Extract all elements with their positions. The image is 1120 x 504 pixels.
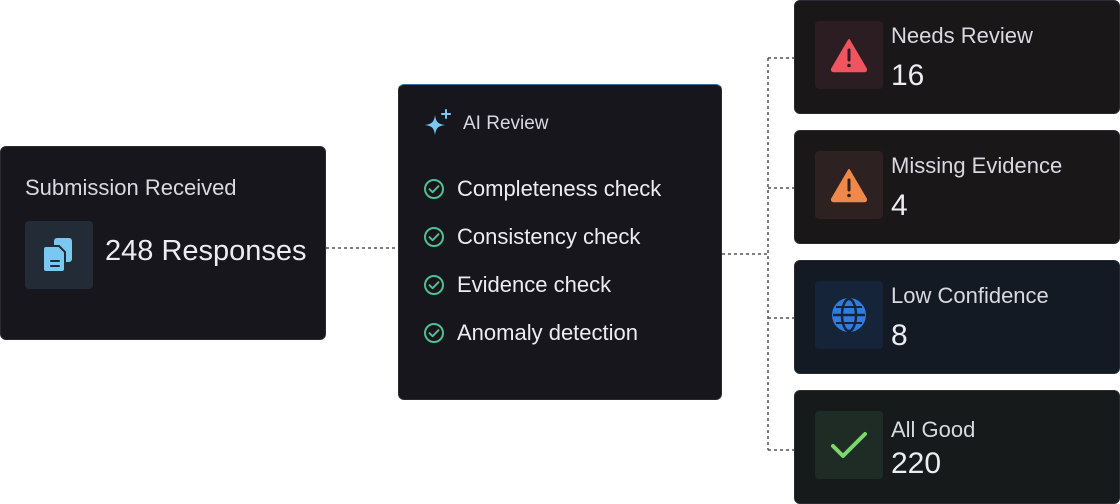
check-circle-icon — [424, 323, 444, 343]
submission-count: 248 Responses — [105, 235, 307, 267]
check-circle-icon — [424, 275, 444, 295]
warning-icon-tile — [815, 151, 883, 219]
check-item: Anomaly detection — [423, 309, 661, 357]
result-needs-review: Needs Review 16 — [794, 0, 1120, 114]
result-label: Needs Review — [891, 23, 1033, 48]
check-circle-icon — [424, 227, 444, 247]
check-label: Completeness check — [457, 176, 662, 201]
result-label: Missing Evidence — [891, 153, 1063, 178]
check-item: Consistency check — [423, 213, 661, 261]
alert-triangle-icon — [830, 39, 868, 73]
ai-review-card: AI Review Completeness check Consistency… — [398, 84, 722, 400]
result-value: 4 — [891, 189, 908, 222]
submission-card: Submission Received 248 Responses — [0, 146, 326, 340]
ai-review-header: AI Review — [423, 109, 549, 139]
check-label: Evidence check — [457, 272, 612, 297]
alert-icon-tile — [815, 21, 883, 89]
result-value: 8 — [891, 319, 908, 352]
result-label: Low Confidence — [891, 283, 1049, 308]
submission-title: Submission Received — [25, 175, 237, 200]
globe-icon-tile — [815, 281, 883, 349]
warning-triangle-icon — [830, 169, 868, 203]
checkmark-icon-tile — [815, 411, 883, 479]
ai-review-checks: Completeness check Consistency check Evi… — [423, 165, 661, 357]
result-all-good: All Good 220 — [794, 390, 1120, 504]
result-value: 220 — [891, 447, 942, 480]
ai-review-title: AI Review — [463, 113, 549, 134]
sparkle-icon — [425, 109, 451, 135]
result-low-confidence: Low Confidence 8 — [794, 260, 1120, 374]
documents-icon-tile — [25, 221, 93, 289]
result-label: All Good — [891, 417, 976, 442]
checkmark-icon — [831, 432, 867, 458]
globe-icon — [832, 297, 866, 333]
check-circle-icon — [424, 179, 444, 199]
result-value: 16 — [891, 59, 925, 92]
check-label: Anomaly detection — [457, 320, 638, 345]
documents-icon — [42, 238, 72, 273]
check-item: Evidence check — [423, 261, 661, 309]
check-item: Completeness check — [423, 165, 661, 213]
result-missing-evidence: Missing Evidence 4 — [794, 130, 1120, 244]
check-label: Consistency check — [457, 224, 641, 249]
